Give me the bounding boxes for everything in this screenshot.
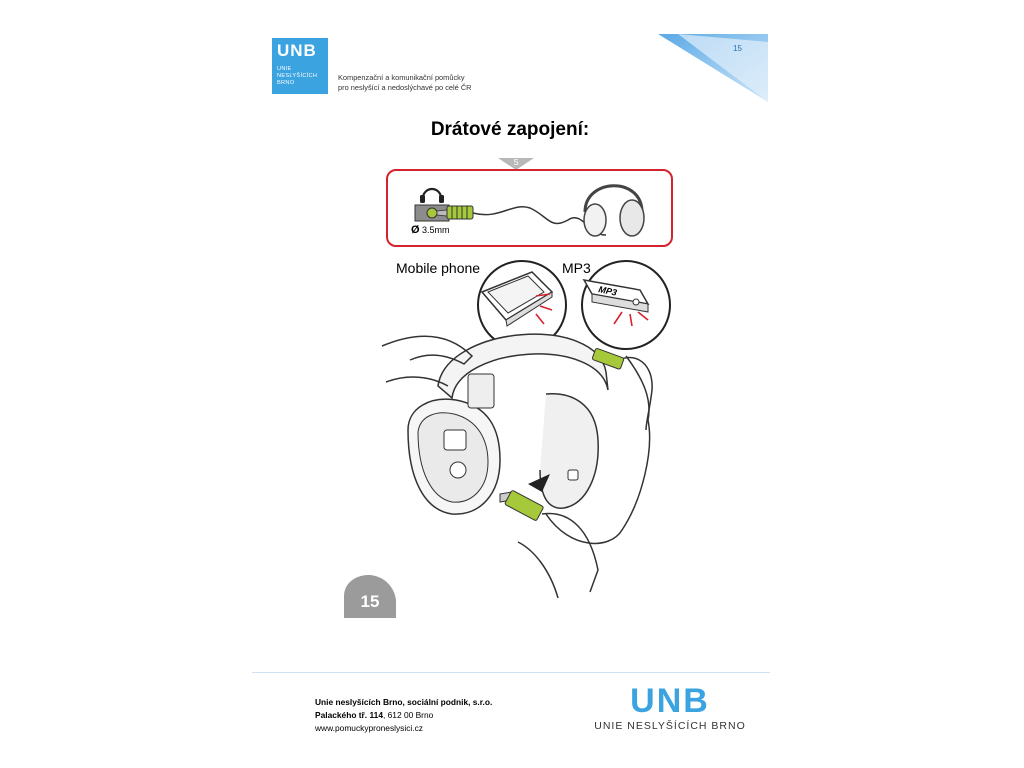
header-tagline: Kompenzační a komunikační pomůcky pro ne… bbox=[338, 73, 472, 93]
earcup-button bbox=[449, 461, 467, 479]
logo-subtitle: UNIE NESLYŠÍCÍCH BRNO bbox=[277, 66, 317, 86]
signal-marks bbox=[535, 293, 553, 325]
logo-subtitle-line: NESLYŠÍCÍCH bbox=[277, 72, 318, 79]
footer-unb-logo: UNB UNIE NESLYŠÍCÍCH BRNO bbox=[590, 682, 750, 732]
footer-logo-mono: UNB bbox=[630, 682, 710, 720]
arrow-icon bbox=[528, 474, 550, 492]
headphones-drawing bbox=[583, 184, 644, 213]
city: , 612 00 Brno bbox=[382, 710, 434, 720]
logo-subtitle-line: UNIE bbox=[277, 66, 292, 72]
corner-decoration bbox=[658, 34, 768, 102]
company-name: Unie neslyšících Brno, sociální podnik, … bbox=[315, 697, 493, 707]
right-earcup bbox=[539, 393, 599, 509]
section-heading: Drátové zapojení: bbox=[430, 119, 590, 140]
jack-plug-main bbox=[504, 490, 544, 521]
hand-plugging bbox=[541, 512, 599, 593]
unb-logo: UNB UNIE NESLYŠÍCÍCH BRNO bbox=[272, 38, 328, 94]
jack-size-label: 3.5mm bbox=[422, 225, 450, 235]
mobile-phone-icon bbox=[480, 271, 554, 327]
mobile-phone-label: Mobile phone bbox=[396, 260, 480, 276]
headphones-line-art bbox=[407, 333, 609, 515]
step-badge-number: 15 bbox=[361, 592, 380, 611]
logo-mono-text: UNB bbox=[277, 41, 317, 60]
wired-connection-illustration: S Ø 3.5mm Mobile phone MP3 bbox=[344, 158, 673, 618]
document-page: UNB UNIE NESLYŠÍCÍCH BRNO Kompenzační a … bbox=[250, 30, 770, 758]
headphone-icon bbox=[421, 187, 443, 199]
audio-cable bbox=[545, 355, 651, 545]
jack-plug-secondary bbox=[591, 348, 625, 370]
step-badge bbox=[344, 575, 396, 618]
mp3-label: MP3 bbox=[562, 260, 591, 276]
tab-marker bbox=[498, 158, 534, 170]
footer-address: Unie neslyšících Brno, sociální podnik, … bbox=[315, 696, 492, 735]
tab-label: S bbox=[513, 158, 518, 167]
logo-subtitle-line: BRNO bbox=[277, 79, 295, 86]
footer-divider bbox=[252, 672, 770, 673]
page-number: 15 bbox=[733, 44, 742, 53]
tagline-line: pro neslyšící a nedoslýchavé po celé ČR bbox=[338, 83, 472, 92]
tagline-line: Kompenzační a komunikační pomůcky bbox=[338, 73, 465, 82]
mp3-device-text: MP3 bbox=[598, 284, 618, 298]
jack-plug-icon bbox=[446, 205, 474, 220]
mp3-player-icon bbox=[582, 278, 650, 313]
footer-logo-caption: UNIE NESLYŠÍCÍCH BRNO bbox=[594, 720, 746, 732]
hand-right bbox=[609, 356, 653, 431]
hand-left bbox=[381, 335, 474, 365]
street: Palackého tř. 114 bbox=[315, 710, 383, 720]
earcup-control-panel bbox=[443, 429, 467, 451]
website-link[interactable]: www.pomuckyproneslysici.cz bbox=[315, 723, 423, 733]
street-address: Palackého tř. 114, 612 00 Brno bbox=[315, 709, 492, 722]
signal-marks bbox=[613, 311, 649, 327]
diameter-symbol: Ø bbox=[411, 224, 420, 236]
